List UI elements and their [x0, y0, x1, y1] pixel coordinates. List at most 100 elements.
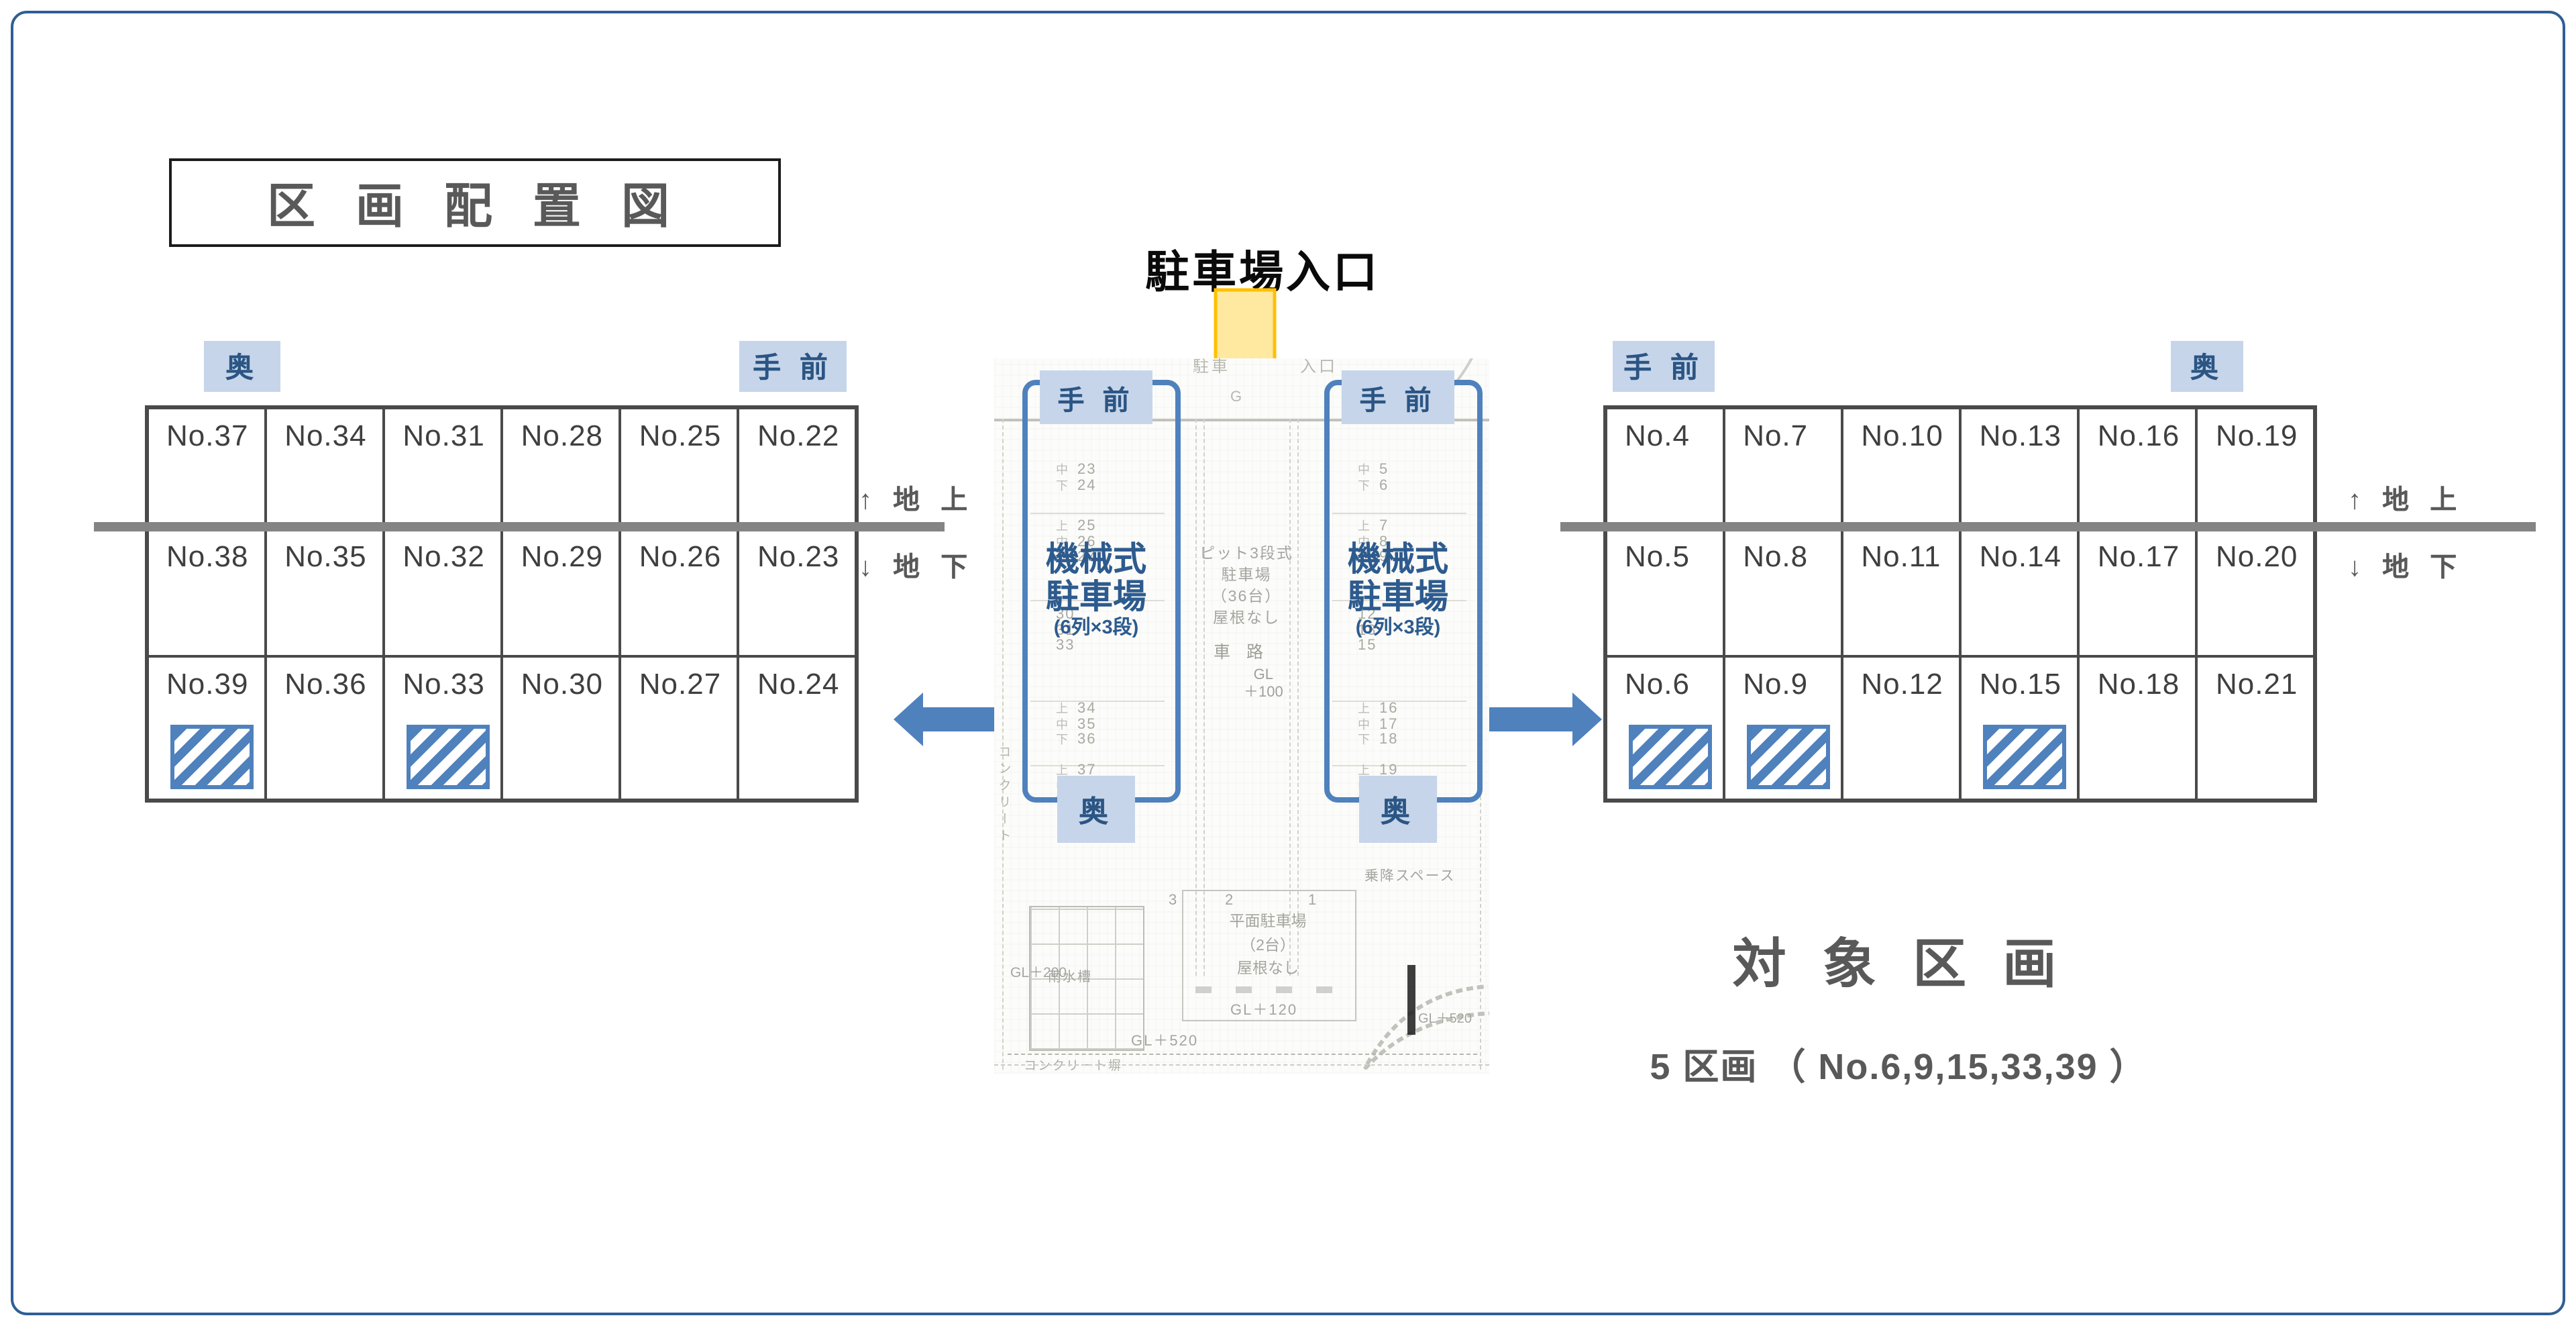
- parking-cell-label: No.29: [521, 539, 604, 573]
- pit-line: 屋根なし: [1213, 611, 1280, 627]
- front-label-right: 手 前: [1613, 341, 1715, 392]
- parking-cell-label: No.8: [1743, 539, 1809, 573]
- parking-cell-no20: No.20: [2198, 529, 2313, 655]
- bottom-wall-line: [994, 1064, 1489, 1066]
- lane-label: 車路: [1213, 643, 1279, 662]
- parking-cell-label: No.26: [639, 539, 722, 573]
- parking-cell-label: No.31: [402, 419, 485, 452]
- parking-cell-no14: No.14: [1962, 529, 2077, 655]
- gl-plus100-label: GL ＋100: [1244, 667, 1283, 702]
- parking-cell-no37: No.37: [149, 409, 264, 526]
- gl-plus200-label: GL＋200: [1010, 965, 1067, 981]
- page-title: 区 画 配 置 図: [266, 178, 683, 234]
- parking-cell-no35: No.35: [267, 529, 382, 655]
- flat-parking-outline: [1182, 890, 1356, 1021]
- arrow-to-right-table-icon: [1489, 693, 1602, 746]
- back-label-plan-right: 奥: [1359, 776, 1437, 843]
- parking-cell-label: No.33: [402, 667, 485, 701]
- parking-cell-no24: No.24: [739, 658, 855, 799]
- parking-cell-no19: No.19: [2198, 409, 2313, 526]
- parking-cell-label: No.27: [639, 667, 722, 701]
- flat-line: （2台）: [1240, 937, 1295, 954]
- wheel-stopper: [1236, 986, 1252, 993]
- parking-cell-label: No.18: [2097, 667, 2180, 701]
- arrow-to-left-table-icon: [894, 693, 1006, 746]
- parking-cell-label: No.11: [1861, 539, 1941, 573]
- parking-cell-no22: No.22: [739, 409, 855, 526]
- water-tank-label: 雨水槽: [1048, 970, 1092, 985]
- back-label-plan-left: 奥: [1057, 776, 1135, 843]
- parking-cell-no5: No.5: [1607, 529, 1722, 655]
- stall-number-1: 1: [1308, 892, 1317, 909]
- flat-line: 屋根なし: [1237, 961, 1299, 977]
- parking-cell-no17: No.17: [2080, 529, 2195, 655]
- parking-cell-no38: No.38: [149, 529, 264, 655]
- parking-cell-label: No.7: [1743, 419, 1809, 452]
- parking-cell-label: No.23: [757, 539, 840, 573]
- pit-line: 駐車場: [1221, 568, 1272, 584]
- flat-parking-description: 平面駐車場 （2台） 屋根なし: [1182, 911, 1354, 982]
- machine-name-line2: 駐車場: [1045, 578, 1146, 616]
- parking-cell-no33: No.33: [385, 658, 500, 799]
- flat-line: 平面駐車場: [1229, 914, 1307, 930]
- parking-cell-label: No.34: [284, 419, 367, 452]
- pit-wall-line: [1195, 419, 1197, 976]
- site-wall-left-line: [1002, 419, 1004, 1070]
- parking-cell-label: No.35: [284, 539, 367, 573]
- parking-cell-label: No.16: [2097, 419, 2180, 452]
- below-ground-label-left: ↓ 地 下: [859, 553, 975, 582]
- parking-cell-label: No.4: [1625, 419, 1690, 452]
- parking-cell-label: No.10: [1861, 419, 1943, 452]
- front-label-plan-left: 手 前: [1040, 370, 1152, 424]
- parking-cell-no36: No.36: [267, 658, 382, 799]
- parking-cell-no26: No.26: [621, 529, 737, 655]
- parking-cell-label: No.13: [1979, 419, 2062, 452]
- parking-cell-no39: No.39: [149, 658, 264, 799]
- machine-parking-name-left: 機械式 駐車場 (6列×3段): [1022, 541, 1170, 642]
- gl-line: ＋100: [1244, 684, 1283, 701]
- parking-cell-no15: No.15: [1962, 658, 2077, 799]
- pit-line: ピット3段式: [1199, 546, 1293, 562]
- machine-name-line2: 駐車場: [1347, 578, 1448, 616]
- parking-cell-label: No.25: [639, 419, 722, 452]
- front-label-left: 手 前: [739, 341, 847, 392]
- pit-wall-line: [1289, 419, 1291, 976]
- parking-cell-no16: No.16: [2080, 409, 2195, 526]
- concrete-wall-label: コンクリート塀: [1024, 1059, 1123, 1074]
- parking-cell-no7: No.7: [1725, 409, 1841, 526]
- ground-separator-left: [94, 522, 945, 531]
- stall-divider-line: [1030, 513, 1165, 514]
- back-label-left: 奥: [204, 341, 280, 392]
- parking-cell-label: No.24: [757, 667, 840, 701]
- parking-cell-no28: No.28: [503, 409, 619, 526]
- above-ground-label-right: ↑ 地 上: [2348, 486, 2464, 515]
- parking-cell-no11: No.11: [1843, 529, 1959, 655]
- gl-plus520-center-label: GL＋520: [1131, 1033, 1199, 1050]
- parking-cell-label: No.28: [521, 419, 604, 452]
- parking-cell-no32: No.32: [385, 529, 500, 655]
- parking-cell-label: No.6: [1625, 667, 1690, 701]
- target-hatch-mark: [1629, 725, 1712, 790]
- parking-cell-no13: No.13: [1962, 409, 2077, 526]
- parking-cell-no30: No.30: [503, 658, 619, 799]
- machine-name-spec: (6列×3段): [1355, 617, 1441, 639]
- parking-cell-no29: No.29: [503, 529, 619, 655]
- pit-description: ピット3段式 駐車場 （36台） 屋根なし: [1170, 544, 1323, 629]
- parking-cell-label: No.30: [521, 667, 604, 701]
- site-boundary-line: [994, 419, 1489, 421]
- parking-cell-no8: No.8: [1725, 529, 1841, 655]
- parking-cell-no21: No.21: [2198, 658, 2313, 799]
- stall-number-2: 2: [1225, 892, 1234, 909]
- machine-name-spec: (6列×3段): [1053, 617, 1139, 639]
- parking-cell-label: No.22: [757, 419, 840, 452]
- wheel-stopper: [1195, 986, 1212, 993]
